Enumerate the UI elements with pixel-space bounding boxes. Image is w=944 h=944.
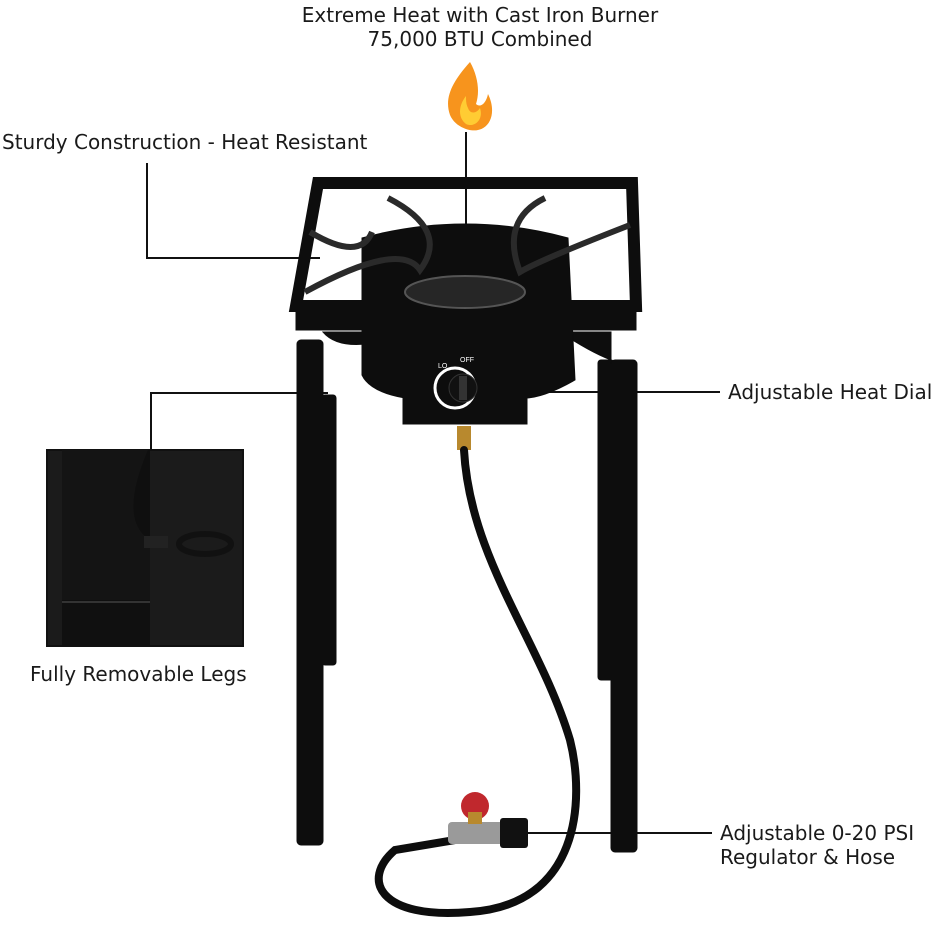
burner-callout: Extreme Heat with Cast Iron Burner 75,00… — [260, 3, 700, 51]
dial-lo-label: LO — [438, 363, 448, 370]
regulator-callout-line2: Regulator & Hose — [720, 845, 896, 869]
regulator-callout: Adjustable 0-20 PSI Regulator & Hose — [720, 821, 914, 869]
removable-legs-callout: Fully Removable Legs — [30, 662, 247, 686]
heat-dial-callout: Adjustable Heat Dial — [728, 380, 933, 404]
construction-callout: Sturdy Construction - Heat Resistant — [2, 130, 368, 154]
pin-ring — [176, 531, 234, 557]
leg-detail-inset — [46, 449, 244, 647]
construction-leader-line — [146, 163, 320, 259]
brass-fitting — [457, 426, 471, 450]
gas-hose — [374, 446, 581, 917]
regulator-callout-line1: Adjustable 0-20 PSI — [720, 821, 915, 845]
heat-dial: LO OFF — [433, 357, 478, 410]
dial-off-label: OFF — [460, 357, 474, 364]
burner-ring — [404, 275, 526, 309]
pot-support — [303, 195, 632, 295]
burner-callout-line1: Extreme Heat with Cast Iron Burner — [301, 3, 659, 27]
burner-callout-line2: 75,000 BTU Combined — [367, 27, 593, 51]
legs-leader-line — [150, 392, 328, 450]
regulator — [448, 792, 528, 848]
flame-icon — [448, 62, 493, 131]
